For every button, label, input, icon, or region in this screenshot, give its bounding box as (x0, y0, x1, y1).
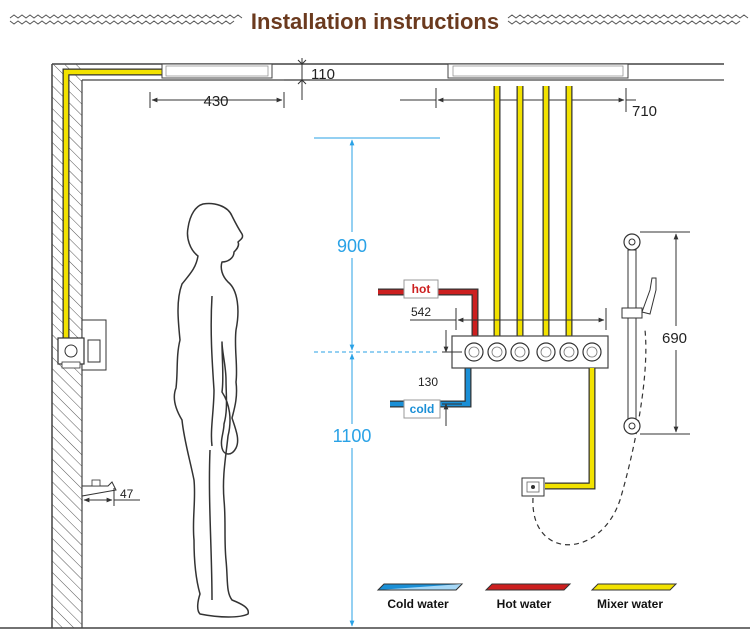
valve-knob (464, 342, 484, 362)
hot-water-pipe: hot (378, 279, 479, 338)
dim-spout-offset-label: 47 (120, 487, 134, 501)
title-bar: Installation instructions (9, 9, 749, 34)
human-arm (210, 295, 215, 447)
cold-water-pipe: cold (390, 368, 472, 419)
dim-right-head-width-label: 710 (632, 103, 657, 120)
dim-valve-offset-label: 130 (418, 375, 438, 389)
legend-swatch-mixer (590, 583, 678, 591)
valve-knob (487, 342, 507, 362)
wall-spout (81, 479, 117, 497)
dim-rail-height-label: 690 (662, 330, 687, 347)
hot-label: hot (412, 282, 431, 296)
human-figure (173, 202, 250, 618)
legend-label-cold: Cold water (387, 597, 449, 611)
title-deco-left-2 (9, 20, 235, 25)
dim-upper-height-label: 900 (337, 236, 367, 256)
hand-shower-pipe (545, 368, 596, 490)
mixer-pipes-vertical (493, 86, 573, 338)
dim-right-head-width: 710 (400, 88, 657, 120)
hand-shower-hose (532, 329, 647, 546)
dim-valve-offset: 130 (418, 330, 462, 426)
dim-ceiling-gap-label: 110 (311, 66, 335, 83)
legend-label-mixer: Mixer water (597, 597, 663, 611)
dim-ceiling-gap: 110 (284, 58, 335, 100)
right-ceiling-shower-head (447, 63, 629, 79)
legend-item-mixer: Mixer water (590, 583, 678, 611)
dim-left-head-width-label: 430 (203, 93, 228, 110)
left-mixer-pipe-fill (63, 69, 165, 340)
legend-item-cold: Cold water (376, 583, 464, 611)
page-title: Installation instructions (251, 9, 499, 34)
legend-swatch-hot (484, 583, 572, 591)
valve-panel (451, 335, 609, 369)
valve-knob (559, 342, 579, 362)
valve-knob (582, 342, 602, 362)
valve-knob (510, 342, 530, 362)
valve-knob (536, 342, 556, 362)
legend-item-hot: Hot water (484, 583, 572, 611)
dim-valve-width-label: 542 (411, 305, 431, 319)
left-ceiling-shower-head (161, 63, 273, 79)
cold-label-box (403, 399, 441, 419)
dim-rail-height: 690 (640, 231, 690, 435)
wall-outlet (521, 477, 545, 497)
dim-lower-height-label: 1100 (333, 426, 372, 446)
dim-heights: 900 1100 (314, 137, 440, 627)
title-deco-left (9, 14, 243, 19)
dim-valve-width: 542 (410, 305, 607, 330)
dim-left-head-width: 430 (149, 92, 285, 110)
hot-label-box (403, 279, 439, 299)
title-deco-right (507, 14, 749, 19)
hand-shower-icon (641, 277, 657, 315)
slide-rail (621, 233, 657, 435)
title-deco-right-2 (507, 20, 741, 25)
dim-spout-offset: 47 (81, 487, 140, 506)
legend-label-hot: Hot water (497, 597, 552, 611)
wall-valve (57, 319, 107, 371)
valve-knobs (464, 342, 602, 362)
legend: Cold water Hot water Mixer water (376, 583, 678, 611)
human-silhouette (173, 202, 250, 618)
human-leg-divide (208, 449, 213, 601)
cold-label: cold (410, 402, 435, 416)
